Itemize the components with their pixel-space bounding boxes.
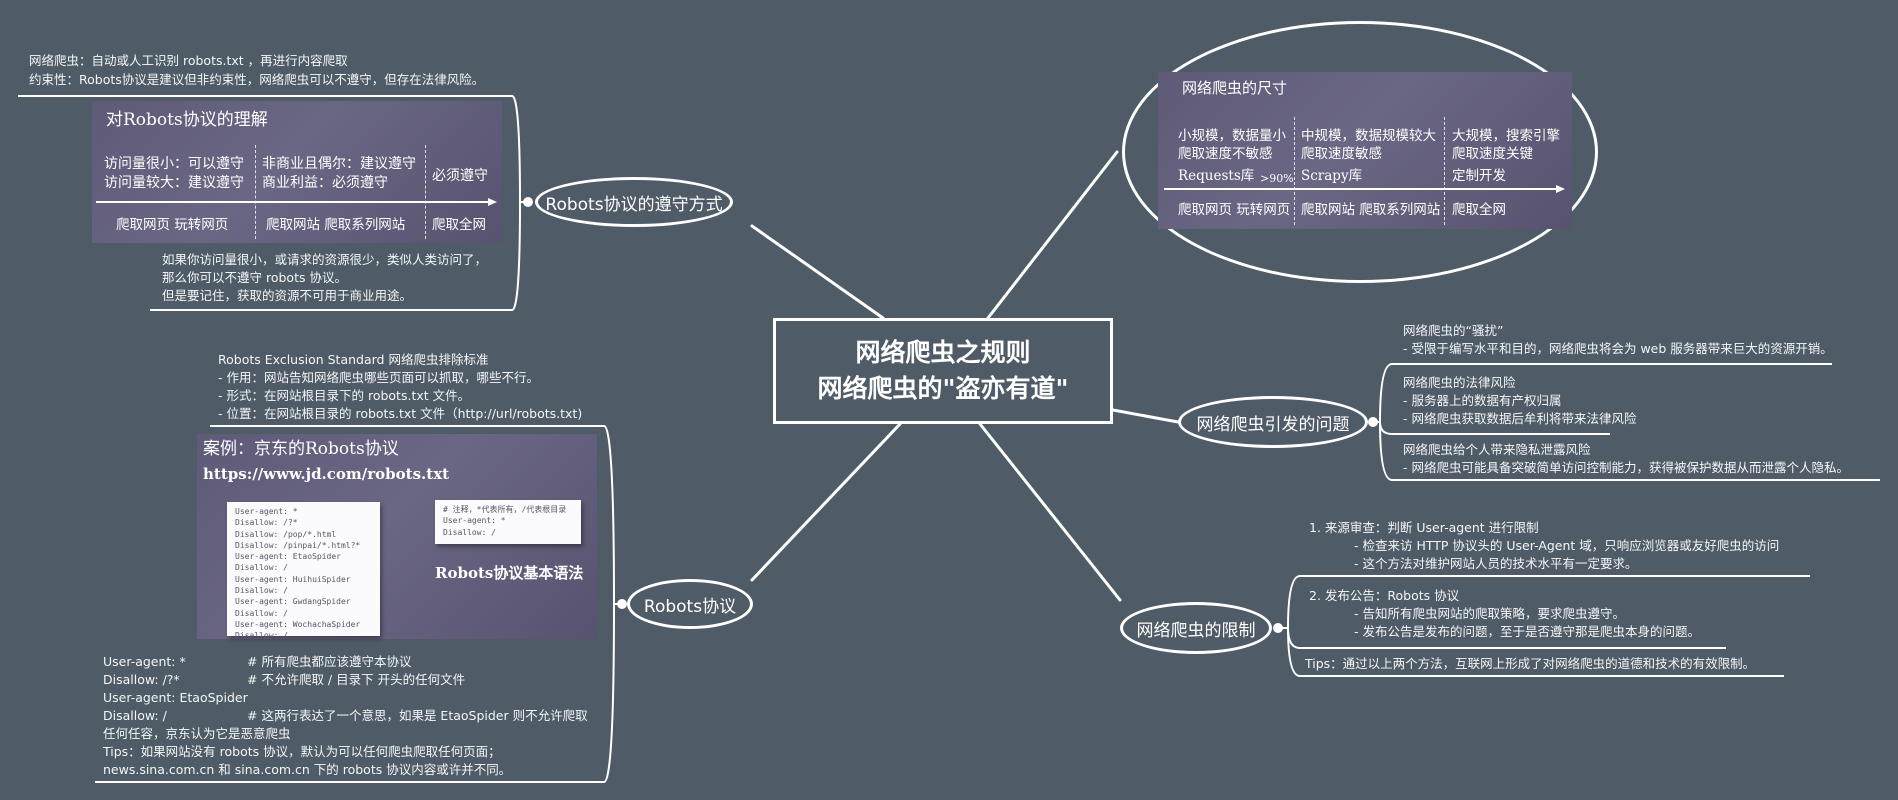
size-col3-line2: 爬取速度关键 xyxy=(1452,146,1533,162)
arrow-head-icon xyxy=(1556,185,1565,193)
problem-legal-item-1: - 服务器上的数据有产权归属 xyxy=(1403,393,1562,408)
node-label: 网络爬虫引发的问题 xyxy=(1196,414,1350,435)
problem-legal-title: 网络爬虫的法律风险 xyxy=(1403,375,1516,390)
robots-txt-code: User-agent: * Disallow: /?* Disallow: /p… xyxy=(227,502,380,640)
limit-tips: Tips：通过以上两个方法，互联网上形成了对网络爬虫的道德和技术的有效限制。 xyxy=(1305,656,1756,671)
link-center-robots xyxy=(750,422,902,582)
limit-announce-title: 2. 发布公告：Robots 协议 xyxy=(1309,588,1460,603)
node-robots-compliance[interactable]: Robots协议的遵守方式 xyxy=(535,177,733,227)
crawler-size-image: 网络爬虫的尺寸 小规模，数据量小 爬取速度不敏感 Requests库 >90% … xyxy=(1158,72,1572,229)
robots-rule-3-key: User-agent: EtaoSpider xyxy=(103,690,248,705)
node-crawler-size[interactable] xyxy=(1122,21,1598,283)
robots-syntax-code: # 注释，*代表所有，/代表根目录 User-agent: * Disallow… xyxy=(435,500,581,544)
jd-robots-example-image: 案例：京东的Robots协议 https://www.jd.com/robots… xyxy=(197,434,597,640)
robots-tail-1: 任何任容，京东认为它是恶意爬虫 xyxy=(103,726,291,741)
size-axis xyxy=(1164,188,1556,190)
size-divider xyxy=(1294,117,1295,225)
compliance-tip-3: 但是要记住，获取的资源不可用于商业用途。 xyxy=(162,288,413,303)
node-crawler-limits[interactable]: 网络爬虫的限制 xyxy=(1120,602,1272,654)
size-title: 网络爬虫的尺寸 xyxy=(1182,79,1288,97)
size-bottom-1: 爬取网页 玩转网页 xyxy=(1178,202,1291,218)
robots-tail-2: Tips：如果网站没有 robots 协议，默认为可以任何爬虫爬取任何页面； xyxy=(103,744,501,759)
robots-note-1: Robots Exclusion Standard 网络爬虫排除标准 xyxy=(218,352,489,367)
problem-privacy-title: 网络爬虫给个人带来隐私泄露风险 xyxy=(1403,442,1591,457)
compliance-note-1: 网络爬虫：自动或人工识别 robots.txt ，再进行内容爬取 xyxy=(29,53,348,68)
robots-rule-2-comment: # 不允许爬取 / 目录下 开头的任何文件 xyxy=(247,672,466,687)
collapse-handle[interactable] xyxy=(523,197,533,207)
robots-rule-1-key: User-agent: * xyxy=(103,654,186,669)
panel-bottom-2: 爬取网站 爬取系列网站 xyxy=(266,217,406,233)
panel-title: 对Robots协议的理解 xyxy=(106,110,268,130)
size-col3-line1: 大规模，搜索引擎 xyxy=(1452,128,1560,144)
panel-divider xyxy=(425,145,426,239)
arrow-head-icon xyxy=(488,198,497,206)
size-divider xyxy=(1444,117,1445,225)
limit-source-item-1: - 检查来访 HTTP 协议头的 User-Agent 域，只响应浏览器或友好爬… xyxy=(1354,538,1780,553)
link-center-size xyxy=(986,150,1119,320)
panel-bottom-1: 爬取网页 玩转网页 xyxy=(116,217,229,233)
robots-note-4: - 位置：在网站根目录的 robots.txt 文件（http://url/ro… xyxy=(218,406,583,421)
size-col1-line2: 爬取速度不敏感 xyxy=(1178,146,1273,162)
size-col1-line1: 小规模，数据量小 xyxy=(1178,128,1286,144)
limit-source-title: 1. 来源审查：判断 User-agent 进行限制 xyxy=(1309,520,1539,535)
panel-col3: 必须遵守 xyxy=(432,168,488,184)
limit-announce-item-1: - 告知所有爬虫网站的爬取策略，要求爬虫遵守。 xyxy=(1354,606,1625,621)
central-topic[interactable]: 网络爬虫之规则 网络爬虫的"盗亦有道" xyxy=(773,318,1113,424)
robots-note-3: - 形式：在网站根目录下的 robots.txt 文件。 xyxy=(218,388,471,403)
collapse-handle[interactable] xyxy=(1273,623,1283,633)
size-bottom-3: 爬取全网 xyxy=(1452,202,1506,218)
compliance-note-2: 约束性：Robots协议是建议但非约束性，网络爬虫可以不遵守，但存在法律风险。 xyxy=(29,72,485,87)
node-label: Robots协议的遵守方式 xyxy=(545,194,723,215)
panel-col2-line1: 非商业且偶尔：建议遵守 xyxy=(262,156,416,172)
robots-note-2: - 作用：网站告知网络爬虫哪些页面可以抓取，哪些不行。 xyxy=(218,370,539,385)
robots-understanding-image: 对Robots协议的理解 访问量很小：可以遵守 访问量较大：建议遵守 非商业且偶… xyxy=(92,101,502,243)
size-col2-lib: Scrapy库 xyxy=(1301,168,1363,184)
problem-legal-item-2: - 网络爬虫获取数据后牟利将带来法律风险 xyxy=(1403,411,1637,426)
panel-col1-line2: 访问量较大：建议遵守 xyxy=(104,175,244,191)
robots-rule-1-comment: # 所有爬虫都应该遵守本协议 xyxy=(247,654,412,669)
problem-harass-item: - 受限于编写水平和目的，网络爬虫将会为 web 服务器带来巨大的资源开销。 xyxy=(1403,341,1833,356)
central-title-line2: 网络爬虫的"盗亦有道" xyxy=(817,374,1069,403)
node-robots-protocol[interactable]: Robots协议 xyxy=(627,579,753,629)
robots-rule-4-comment: # 这两行表达了一个意思，如果是 EtaoSpider 则不允许爬取 xyxy=(247,708,588,723)
size-bottom-2: 爬取网站 爬取系列网站 xyxy=(1301,202,1441,218)
panel-col2-line2: 商业利益：必须遵守 xyxy=(262,175,388,191)
size-col3-lib: 定制开发 xyxy=(1452,168,1506,184)
link-center-compliance xyxy=(750,224,885,320)
collapse-handle[interactable] xyxy=(1368,417,1378,427)
problem-privacy-item: - 网络爬虫可能具备突破简单访问控制能力，获得被保护数据从而泄露个人隐私。 xyxy=(1403,460,1849,475)
compliance-tip-1: 如果你访问量很小，或请求的资源很少，类似人类访问了， xyxy=(162,252,488,267)
panel-bottom-3: 爬取全网 xyxy=(432,217,486,233)
link-center-limits xyxy=(978,422,1122,602)
node-label: Robots协议 xyxy=(643,596,737,617)
node-crawler-problems[interactable]: 网络爬虫引发的问题 xyxy=(1178,396,1368,448)
panel-divider xyxy=(255,145,256,239)
syntax-caption: Robots协议基本语法 xyxy=(435,564,584,582)
problem-harass-title: 网络爬虫的“骚扰” xyxy=(1403,323,1504,338)
size-col2-line2: 爬取速度敏感 xyxy=(1301,146,1382,162)
node-label: 网络爬虫的限制 xyxy=(1136,620,1256,641)
robots-rule-4-key: Disallow: / xyxy=(103,708,167,723)
size-col1-lib: Requests库 xyxy=(1178,168,1255,184)
example-url: https://www.jd.com/robots.txt xyxy=(203,465,450,483)
size-col2-line1: 中规模，数据规模较大 xyxy=(1301,128,1436,144)
limit-source-item-2: - 这个方法对维护网站人员的技术水平有一定要求。 xyxy=(1354,556,1638,571)
robots-tail-3: news.sina.com.cn 和 sina.com.cn 下的 robots… xyxy=(103,762,512,777)
collapse-handle[interactable] xyxy=(617,599,627,609)
limit-announce-item-2: - 发布公告是发布的问题，至于是否遵守那是爬虫本身的问题。 xyxy=(1354,624,1700,639)
central-title-line1: 网络爬虫之规则 xyxy=(855,338,1031,367)
panel-col1-line1: 访问量很小：可以遵守 xyxy=(104,156,244,172)
link-center-problems xyxy=(1111,408,1180,424)
compliance-tip-2: 那么你可以不遵守 robots 协议。 xyxy=(162,270,347,285)
size-share: >90% xyxy=(1260,172,1294,185)
robots-rule-2-key: Disallow: /?* xyxy=(103,672,180,687)
panel-axis xyxy=(96,201,488,203)
example-title: 案例：京东的Robots协议 xyxy=(203,439,399,459)
